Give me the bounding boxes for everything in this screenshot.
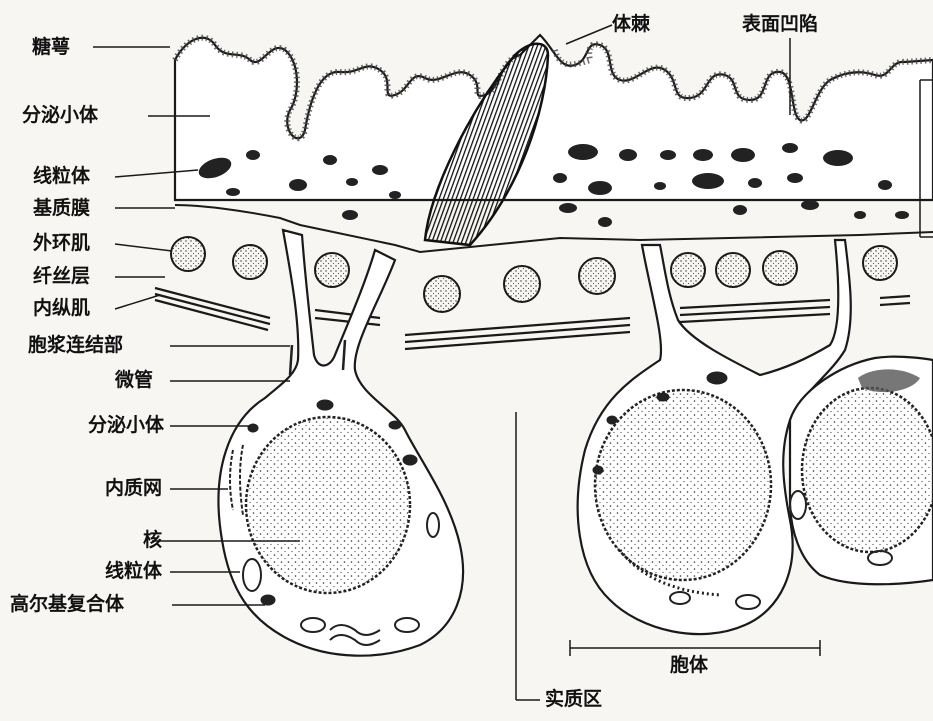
label-endoplasmic-reticulum: 内质网 — [105, 479, 162, 498]
label-mitochondria-top: 线粒体 — [33, 167, 90, 186]
circular-muscle-bundles — [171, 237, 897, 312]
label-mitochondria-bottom: 线粒体 — [105, 562, 162, 581]
label-spine: 体棘 — [612, 15, 650, 34]
label-secretory-body-top: 分泌小体 — [22, 106, 98, 125]
label-cytoplasmic-bridge: 胞浆连结部 — [28, 336, 123, 355]
right-nucleus — [595, 390, 771, 580]
label-cyton: 胞体 — [670, 656, 708, 675]
left-nucleus — [246, 417, 410, 593]
label-nucleus: 核 — [143, 531, 162, 550]
label-golgi-complex: 高尔基复合体 — [10, 595, 124, 614]
label-circular-muscle: 外环肌 — [33, 234, 90, 253]
label-longitudinal-muscle: 内纵肌 — [33, 299, 90, 318]
label-basal-lamina: 基质膜 — [33, 199, 90, 218]
label-microtubules: 微管 — [115, 371, 153, 390]
right-nucleus-2 — [802, 388, 933, 552]
label-parenchyma: 实质区 — [545, 690, 602, 709]
label-surface-pits: 表面凹陷 — [742, 15, 818, 34]
label-secretory-body-bottom: 分泌小体 — [88, 416, 164, 435]
label-glycocalyx: 糖萼 — [32, 38, 70, 57]
label-fibrous-layer: 纤丝层 — [33, 267, 90, 286]
